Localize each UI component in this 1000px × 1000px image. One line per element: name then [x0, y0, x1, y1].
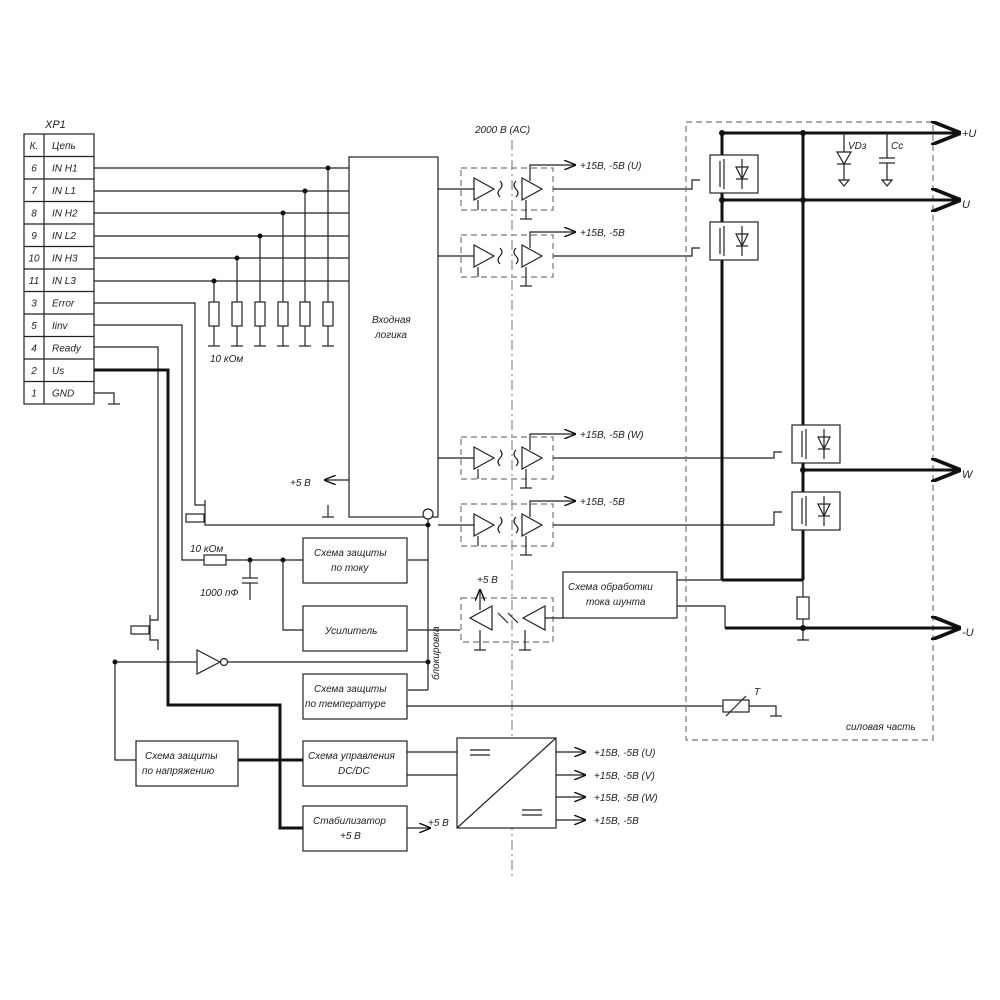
buffer-icon [473, 243, 496, 269]
connector-signal: Us [52, 366, 64, 377]
svg-text:Схема управления: Схема управления [308, 751, 396, 762]
connector-signal: Цепь [52, 141, 76, 152]
svg-text:Схема обработки: Схема обработки [568, 581, 653, 593]
connector-signal: IN L3 [52, 276, 76, 287]
dcdc-output-label: +15В, -5В (W) [594, 793, 658, 804]
connector-signal: IN L2 [52, 231, 76, 242]
svg-text:по температуре: по температуре [305, 699, 386, 710]
status-wiring: 10 кОм 1000 пФ блокировка [94, 302, 460, 830]
driver-supply-label: +15В, -5В (U) [580, 161, 641, 172]
connector-signal: IN H1 [52, 164, 78, 175]
dcdc-output-label: +15В, -5В (V) [594, 771, 655, 782]
isolation-label: 2000 В (AC) [474, 125, 530, 136]
buffer-icon [473, 512, 496, 538]
buffer-icon [473, 445, 496, 471]
input-signal-lines: 10 кОм [94, 165, 349, 365]
buffer-icon [473, 176, 496, 202]
driver-supply-label: +15В, -5В (W) [580, 430, 644, 441]
connector-signal: Ready [52, 344, 82, 355]
output-terminal-label: +U [962, 128, 976, 140]
svg-text:Схема защиты: Схема защиты [145, 751, 218, 762]
svg-text:логика: логика [374, 330, 407, 341]
driver-supply-label: +15В, -5В [580, 497, 625, 508]
gate-drivers: +15В, -5В (U) +15В, -5В +15В, -5В (W) +15В,… [438, 161, 782, 556]
connector-signal: Iinv [52, 321, 69, 332]
shunt-feedback: +5 В Схема обработки тока шунта [460, 571, 726, 651]
connector-signal: IN H3 [52, 254, 78, 265]
buffer-icon [521, 512, 544, 538]
connector-pin: 5 [31, 321, 37, 332]
svg-text:по току: по току [331, 563, 369, 574]
dcdc-converter: +15В, -5В (U) +15В, -5В (V) +15В, -5В (W) +… [407, 737, 658, 829]
connector-pin: К. [30, 141, 39, 152]
resistors-label: 10 кОм [210, 354, 243, 365]
connector-xp1: XP1 К. Цепь 6 IN H1 7 IN L1 8 IN H2 9 IN L2 10 IN H… [23, 119, 95, 405]
svg-text:+5 В: +5 В [290, 478, 311, 489]
svg-text:Cc: Cc [891, 141, 903, 152]
connector-pin: 4 [31, 344, 37, 355]
buffer-icon [521, 243, 544, 269]
output-terminal-label: W [962, 469, 974, 481]
igbt-icon [791, 491, 841, 531]
connector-signal: Error [52, 299, 75, 310]
dcdc-output-label: +15В, -5В (U) [594, 748, 655, 759]
connector-pin: 7 [31, 186, 37, 197]
output-terminal-label: -U [962, 627, 974, 639]
igbt-icon [791, 424, 841, 464]
svg-text:силовая часть: силовая часть [846, 722, 916, 733]
protection-blocks: Схема защиты по току Усилитель Схема защ… [135, 537, 720, 852]
svg-text:Схема защиты: Схема защиты [314, 548, 387, 559]
buffer-icon [521, 176, 544, 202]
connector-pin: 6 [31, 164, 37, 175]
connector-pin: 10 [28, 254, 40, 265]
svg-text:по напряжению: по напряжению [142, 766, 215, 777]
buffer-icon [521, 445, 544, 471]
connector-signal: IN H2 [52, 209, 78, 220]
igbt-icon [709, 154, 759, 194]
svg-text:Усилитель: Усилитель [324, 626, 377, 637]
connector-pin: 3 [31, 299, 37, 310]
connector-pin: 8 [31, 209, 37, 220]
svg-text:Стабилизатор: Стабилизатор [313, 815, 386, 827]
svg-text:Схема защиты: Схема защиты [314, 684, 387, 695]
connector-title: XP1 [44, 119, 66, 131]
input-logic-block: Входная логика +5 В [290, 156, 439, 520]
connector-pin: 9 [31, 231, 37, 242]
svg-text:блокировка: блокировка [430, 626, 442, 680]
connector-signal: GND [52, 389, 74, 400]
connector-signal: IN L1 [52, 186, 76, 197]
output-terminal-label: U [962, 199, 970, 211]
svg-text:10 кОм: 10 кОм [190, 544, 223, 555]
svg-text:тока шунта: тока шунта [586, 597, 646, 608]
connector-pin: 1 [31, 389, 37, 400]
svg-text:+5 В: +5 В [477, 575, 498, 586]
svg-text:DC/DC: DC/DC [338, 766, 370, 777]
driver-supply-label: +15В, -5В [580, 228, 625, 239]
svg-text:+5 В: +5 В [428, 818, 449, 829]
svg-text:T: T [754, 687, 761, 698]
connector-pin: 11 [29, 276, 39, 287]
svg-text:Входная: Входная [372, 315, 411, 326]
connector-pin: 2 [30, 366, 37, 377]
svg-text:1000 пФ: 1000 пФ [200, 588, 239, 599]
svg-text:+5 В: +5 В [340, 831, 361, 842]
dcdc-output-label: +15В, -5В [594, 816, 639, 827]
power-section: силовая часть VDз Cc [685, 122, 976, 741]
igbt-icon [709, 221, 759, 261]
svg-text:VDз: VDз [848, 141, 867, 152]
